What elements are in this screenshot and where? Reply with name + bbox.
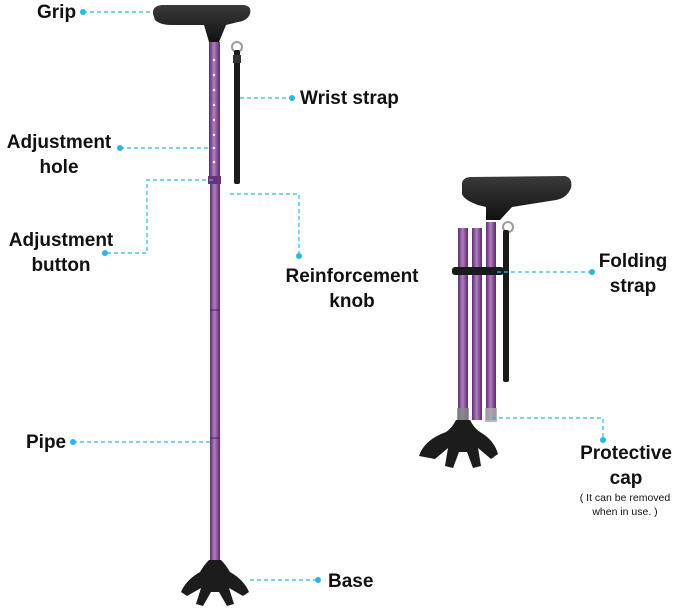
wrist-strap <box>234 50 240 184</box>
label-adjustment-button: Adjustment button <box>8 230 114 276</box>
pipe-upper <box>209 42 220 182</box>
adjustment-holes <box>212 58 216 164</box>
folding-strap <box>452 267 504 275</box>
folded-grip-handle <box>461 176 572 220</box>
cane-unfolded <box>152 5 251 606</box>
protective-cap-note: ( It can be removed when in use. ) <box>579 492 671 518</box>
reinforcement-knob <box>208 176 221 184</box>
folded-quad-base <box>419 420 498 468</box>
grip-handle <box>152 5 251 42</box>
folded-pipe-3 <box>486 222 496 420</box>
protective-cap-2 <box>485 408 497 422</box>
pipe-lower <box>210 184 220 560</box>
label-grip: Grip <box>37 2 77 23</box>
folded-pipe-1 <box>458 228 468 420</box>
label-folding-strap: Folding strap <box>598 251 668 297</box>
label-base: Base <box>328 571 374 592</box>
label-pipe: Pipe <box>26 432 67 453</box>
quad-base <box>181 560 249 606</box>
leader-dots <box>70 9 606 583</box>
leader-lines <box>73 11 604 581</box>
label-reinforcement-knob: Reinforcement knob <box>285 266 419 312</box>
label-wrist-strap: Wrist strap <box>300 88 399 109</box>
protective-cap-1 <box>457 408 469 422</box>
label-protective-cap: Protective cap <box>580 443 672 489</box>
folded-pipe-2 <box>472 228 482 420</box>
cane-folded <box>419 176 572 468</box>
label-adjustment-hole: Adjustment hole <box>6 132 112 178</box>
